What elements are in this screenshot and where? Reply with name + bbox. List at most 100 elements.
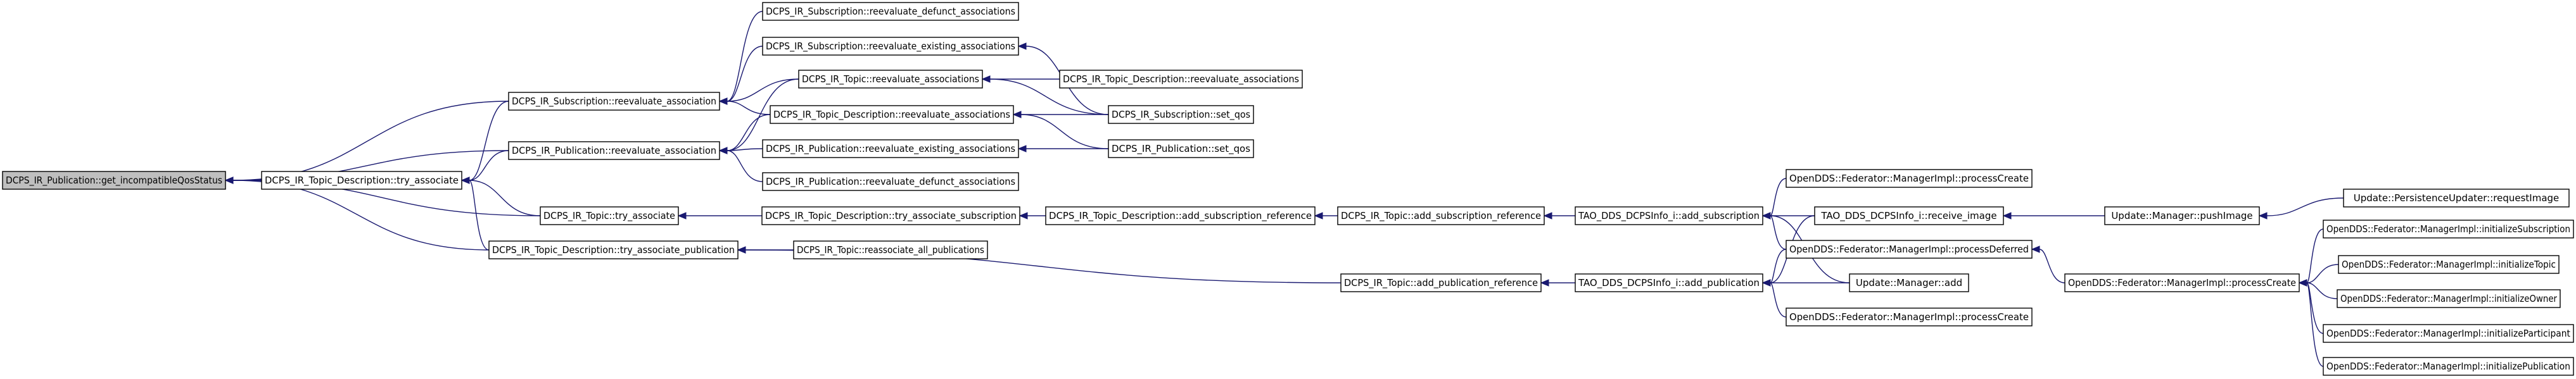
graph-node[interactable]: DCPS_IR_Publication::reevaluate_existing…	[762, 139, 1019, 158]
call-edge	[2298, 279, 2324, 367]
edge-line	[1020, 114, 1109, 149]
arrowhead-icon	[2002, 212, 2012, 220]
arrowhead-icon	[1314, 212, 1323, 220]
node-box	[761, 206, 1020, 225]
edge-line	[726, 78, 799, 151]
edge-line	[232, 101, 509, 181]
graph-node[interactable]: DCPS_IR_Topic_Description::reevaluate_as…	[1059, 70, 1303, 89]
graph-node[interactable]: DCPS_IR_Subscription::reevaluate_existin…	[762, 37, 1019, 56]
graph-node[interactable]: DCPS_IR_Subscription::set_qos	[1108, 105, 1254, 124]
node-label: DCPS_IR_Subscription::reevaluate_existin…	[766, 40, 1015, 53]
arrowhead-icon	[718, 147, 728, 154]
graph-node[interactable]: OpenDDS::Federator::ManagerImpl::initial…	[2337, 289, 2561, 308]
call-edge	[1761, 279, 1787, 318]
graph-node[interactable]: Update::Manager::pushImage	[2104, 206, 2260, 225]
node-label: OpenDDS::Federator::ManagerImpl::initial…	[2342, 259, 2556, 270]
call-edge	[2031, 245, 2065, 283]
node-label: DCPS_IR_Topic_Description::try_associate	[265, 175, 459, 187]
call-edge	[718, 78, 799, 105]
node-box	[2, 171, 226, 190]
arrowhead-icon	[677, 212, 687, 220]
graph-node[interactable]: Update::PersistenceUpdater::requestImage	[2343, 189, 2570, 208]
edge-line	[726, 78, 799, 102]
graph-node[interactable]: DCPS_IR_Topic::add_subscription_referenc…	[1337, 206, 1545, 225]
node-label: OpenDDS::Federator::ManagerImpl::process…	[2068, 277, 2296, 289]
node-label: Update::PersistenceUpdater::requestImage	[2354, 192, 2560, 204]
node-label: DCPS_IR_Publication::reevaluate_associat…	[512, 145, 716, 157]
graph-node[interactable]: TAO_DDS_DCPSInfo_i::add_subscription	[1575, 206, 1763, 225]
graph-node[interactable]: DCPS_IR_Subscription::reevaluate_defunct…	[762, 2, 1019, 21]
node-box	[1814, 206, 2004, 225]
node-box	[2343, 189, 2570, 208]
edge-line	[469, 180, 490, 251]
graph-node[interactable]: DCPS_IR_Topic_Description::try_associate…	[488, 240, 739, 259]
node-label: DCPS_IR_Topic::add_publication_reference	[1344, 277, 1538, 289]
graph-node[interactable]: OpenDDS::Federator::ManagerImpl::process…	[2064, 273, 2300, 292]
call-edge	[2298, 279, 2324, 334]
node-box	[1575, 273, 1763, 292]
call-edge	[677, 212, 763, 220]
graph-node[interactable]: OpenDDS::Federator::ManagerImpl::initial…	[2323, 324, 2574, 343]
node-label: DCPS_IR_Subscription::reevaluate_defunct…	[766, 6, 1015, 18]
node-box	[793, 240, 988, 259]
call-edge	[1540, 279, 1575, 287]
arrowhead-icon	[718, 97, 728, 105]
node-label: DCPS_IR_Publication::reevaluate_existing…	[766, 143, 1015, 155]
graph-node[interactable]: OpenDDS::Federator::ManagerImpl::process…	[1786, 308, 2033, 326]
node-label: DCPS_IR_Publication::set_qos	[1112, 143, 1250, 155]
arrowhead-icon	[2258, 212, 2268, 220]
node-box	[2338, 255, 2560, 274]
graph-node[interactable]: OpenDDS::Federator::ManagerImpl::process…	[1786, 240, 2033, 259]
call-edge	[718, 147, 763, 182]
node-box	[2337, 289, 2561, 308]
graph-node[interactable]: DCPS_IR_Topic_Description::reevaluate_as…	[770, 105, 1014, 124]
call-edge	[1314, 212, 1338, 220]
edge-line	[726, 114, 771, 151]
node-label: DCPS_IR_Topic_Description::try_associate…	[492, 244, 735, 256]
node-box	[1849, 273, 1969, 292]
graph-node[interactable]: DCPS_IR_Topic_Description::add_subscript…	[1045, 206, 1316, 225]
edge-line	[726, 148, 763, 151]
edge-line	[726, 46, 763, 102]
graph-node[interactable]: OpenDDS::Federator::ManagerImpl::initial…	[2323, 220, 2574, 239]
edge-line	[2306, 264, 2339, 283]
graph-node[interactable]: DCPS_IR_Publication::reevaluate_associat…	[508, 141, 720, 160]
graph-node[interactable]: DCPS_IR_Topic_Description::try_associate	[261, 171, 462, 190]
node-box	[1786, 308, 2033, 326]
node-box	[508, 141, 720, 160]
edge-line	[726, 11, 763, 102]
graph-node[interactable]: OpenDDS::Federator::ManagerImpl::process…	[1786, 169, 2033, 188]
node-label: Update::Manager::pushImage	[2111, 210, 2252, 221]
call-edge	[1017, 145, 1108, 152]
edge-line	[989, 78, 1109, 115]
arrowhead-icon	[2031, 245, 2040, 253]
graph-node[interactable]: DCPS_IR_Subscription::reevaluate_associa…	[508, 92, 720, 111]
graph-node[interactable]: TAO_DDS_DCPSInfo_i::add_publication	[1575, 273, 1763, 292]
arrowhead-icon	[1018, 212, 1028, 220]
graph-node[interactable]: TAO_DDS_DCPSInfo_i::receive_image	[1814, 206, 2004, 225]
graph-node[interactable]: DCPS_IR_Publication::reevaluate_defunct_…	[762, 172, 1019, 191]
call-edge	[718, 46, 763, 105]
graph-node[interactable]: DCPS_IR_Topic::reassociate_all_publicati…	[793, 240, 988, 259]
node-box	[2323, 324, 2574, 343]
node-box	[762, 139, 1019, 158]
arrowhead-icon	[460, 177, 470, 184]
call-edge	[2258, 197, 2344, 220]
graph-node[interactable]: OpenDDS::Federator::ManagerImpl::initial…	[2323, 357, 2574, 376]
node-box	[798, 70, 983, 89]
node-box	[1108, 105, 1254, 124]
node-label: DCPS_IR_Publication::reevaluate_defunct_…	[766, 176, 1015, 188]
graph-node[interactable]: DCPS_IR_Topic::reevaluate_associations	[798, 70, 983, 89]
node-label: OpenDDS::Federator::ManagerImpl::process…	[1789, 173, 2029, 184]
graph-node[interactable]: DCPS_IR_Topic::try_associate	[540, 206, 679, 225]
root-node[interactable]: DCPS_IR_Publication::get_incompatibleQos…	[2, 171, 226, 190]
graph-node[interactable]: DCPS_IR_Topic_Description::try_associate…	[761, 206, 1020, 225]
arrowhead-icon	[224, 177, 234, 184]
graph-node[interactable]: DCPS_IR_Publication::set_qos	[1108, 139, 1254, 158]
graph-node[interactable]: OpenDDS::Federator::ManagerImpl::initial…	[2338, 255, 2560, 274]
arrowhead-icon	[1012, 111, 1022, 118]
graph-node[interactable]: DCPS_IR_Topic::add_publication_reference	[1340, 273, 1542, 292]
node-label: DCPS_IR_Topic::reassociate_all_publicati…	[797, 244, 984, 256]
graph-node[interactable]: Update::Manager::add	[1849, 273, 1969, 292]
